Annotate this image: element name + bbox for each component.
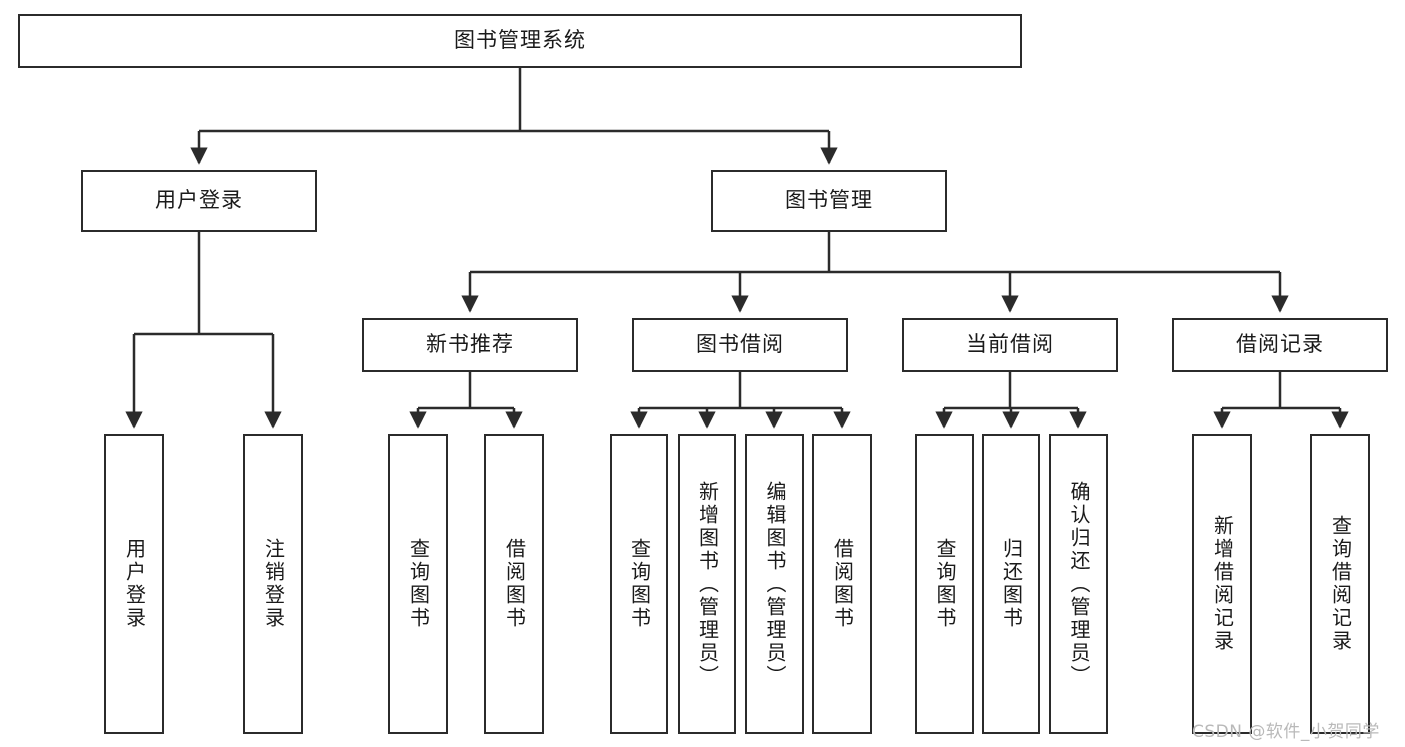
node-leaf-confirm-return-admin[interactable]: 确认归还（管理员） <box>1049 434 1108 734</box>
node-root[interactable]: 图书管理系统 <box>18 14 1022 68</box>
node-leaf-add-book-admin[interactable]: 新增图书（管理员） <box>678 434 736 734</box>
node-leaf-borrow-book-recommend[interactable]: 借阅图书 <box>484 434 544 734</box>
node-leaf-query-book-borrow-label: 查询图书 <box>627 538 652 630</box>
node-leaf-user-login[interactable]: 用户登录 <box>104 434 164 734</box>
node-leaf-query-book-borrow[interactable]: 查询图书 <box>610 434 668 734</box>
node-leaf-query-book-recommend-label: 查询图书 <box>406 538 431 630</box>
node-user-login[interactable]: 用户登录 <box>81 170 317 232</box>
node-new-book-recommend-label: 新书推荐 <box>426 332 514 357</box>
node-leaf-edit-book-admin-label: 编辑图书（管理员） <box>763 480 787 688</box>
node-leaf-confirm-return-admin-label: 确认归还（管理员） <box>1067 480 1091 688</box>
node-book-manage-label: 图书管理 <box>785 188 873 213</box>
node-leaf-edit-book-admin[interactable]: 编辑图书（管理员） <box>745 434 804 734</box>
node-borrow-record-label: 借阅记录 <box>1236 332 1324 357</box>
node-leaf-query-borrow-record-label: 查询借阅记录 <box>1328 515 1353 653</box>
node-book-borrow[interactable]: 图书借阅 <box>632 318 848 372</box>
node-leaf-user-logout[interactable]: 注销登录 <box>243 434 303 734</box>
node-leaf-borrow-book[interactable]: 借阅图书 <box>812 434 872 734</box>
node-current-borrow-label: 当前借阅 <box>966 332 1054 357</box>
node-leaf-add-book-admin-label: 新增图书（管理员） <box>695 480 720 688</box>
node-leaf-query-book-recommend[interactable]: 查询图书 <box>388 434 448 734</box>
node-leaf-borrow-book-recommend-label: 借阅图书 <box>502 538 527 630</box>
node-leaf-user-logout-label: 注销登录 <box>261 538 286 630</box>
node-user-login-label: 用户登录 <box>155 188 243 213</box>
node-leaf-return-book[interactable]: 归还图书 <box>982 434 1040 734</box>
node-leaf-user-login-label: 用户登录 <box>122 538 147 630</box>
node-leaf-add-borrow-record-label: 新增借阅记录 <box>1210 515 1235 653</box>
node-leaf-return-book-label: 归还图书 <box>999 538 1024 630</box>
node-leaf-query-book-current-label: 查询图书 <box>933 538 957 630</box>
node-leaf-query-book-current[interactable]: 查询图书 <box>915 434 974 734</box>
node-book-manage[interactable]: 图书管理 <box>711 170 947 232</box>
node-root-label: 图书管理系统 <box>454 28 586 53</box>
node-borrow-record[interactable]: 借阅记录 <box>1172 318 1388 372</box>
node-current-borrow[interactable]: 当前借阅 <box>902 318 1118 372</box>
node-new-book-recommend[interactable]: 新书推荐 <box>362 318 578 372</box>
node-leaf-query-borrow-record[interactable]: 查询借阅记录 <box>1310 434 1370 734</box>
node-book-borrow-label: 图书借阅 <box>696 332 784 357</box>
node-leaf-borrow-book-label: 借阅图书 <box>830 538 855 630</box>
csdn-watermark: CSDN @软件_小贺同学 <box>1192 722 1380 742</box>
node-leaf-add-borrow-record[interactable]: 新增借阅记录 <box>1192 434 1252 734</box>
